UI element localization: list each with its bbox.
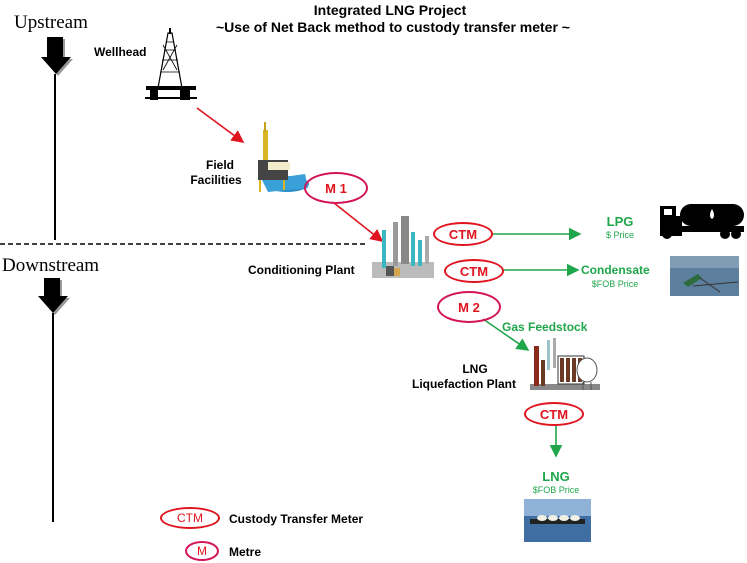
diagram-title: Integrated LNG Project [313,2,467,18]
lng-plant-icon [530,338,600,390]
upstream-arrow-icon [41,37,73,240]
legend-m-label: Metre [229,545,262,559]
meter-m1: M 1 [304,172,368,204]
lpg-truck-icon [660,204,744,239]
ctm-lng: CTM [524,402,584,426]
downstream-arrow-icon [38,278,70,522]
ctm-condensate: CTM [444,259,504,283]
lng-product-label: LNG [542,469,570,484]
field-facilities-label-line2: Facilities [190,173,242,187]
flow-m1-to-conditioning [333,202,384,242]
lng-plant-label-line2: Liquefaction Plant [411,377,516,391]
upstream-label: Upstream [14,12,88,33]
lpg-label: LPG [606,214,634,229]
lng-price: $FOB Price [532,485,580,495]
flow-wellhead-to-field [196,107,245,143]
legend-m-symbol: M [185,541,219,561]
legend-ctm-symbol: CTM [160,507,220,529]
field-facilities-label-line1: Field [205,158,234,172]
downstream-label: Downstream [2,255,100,276]
meter-m2: M 2 [437,291,501,323]
wellhead-derrick-icon [145,28,197,100]
diagram-subtitle: ~Use of Net Back method to custody trans… [216,19,570,35]
ctm-lpg: CTM [433,222,493,246]
condensate-tanker-photo [670,256,739,296]
conditioning-plant-label: Conditioning Plant [248,263,355,277]
flow-m2-to-lng-plant [482,318,530,351]
gas-feedstock-label: Gas Feedstock [502,320,588,334]
wellhead-label: Wellhead [94,45,147,59]
condensate-label: Condensate [581,263,650,277]
offshore-platform-icon [258,122,309,192]
lng-tanker-photo [524,499,591,542]
legend-ctm-label: Custody Transfer Meter [229,512,364,526]
lng-plant-label-line1: LNG [462,362,488,376]
condensate-price: $FOB Price [591,279,639,289]
lpg-price: $ Price [605,230,634,240]
conditioning-plant-icon [372,216,434,278]
